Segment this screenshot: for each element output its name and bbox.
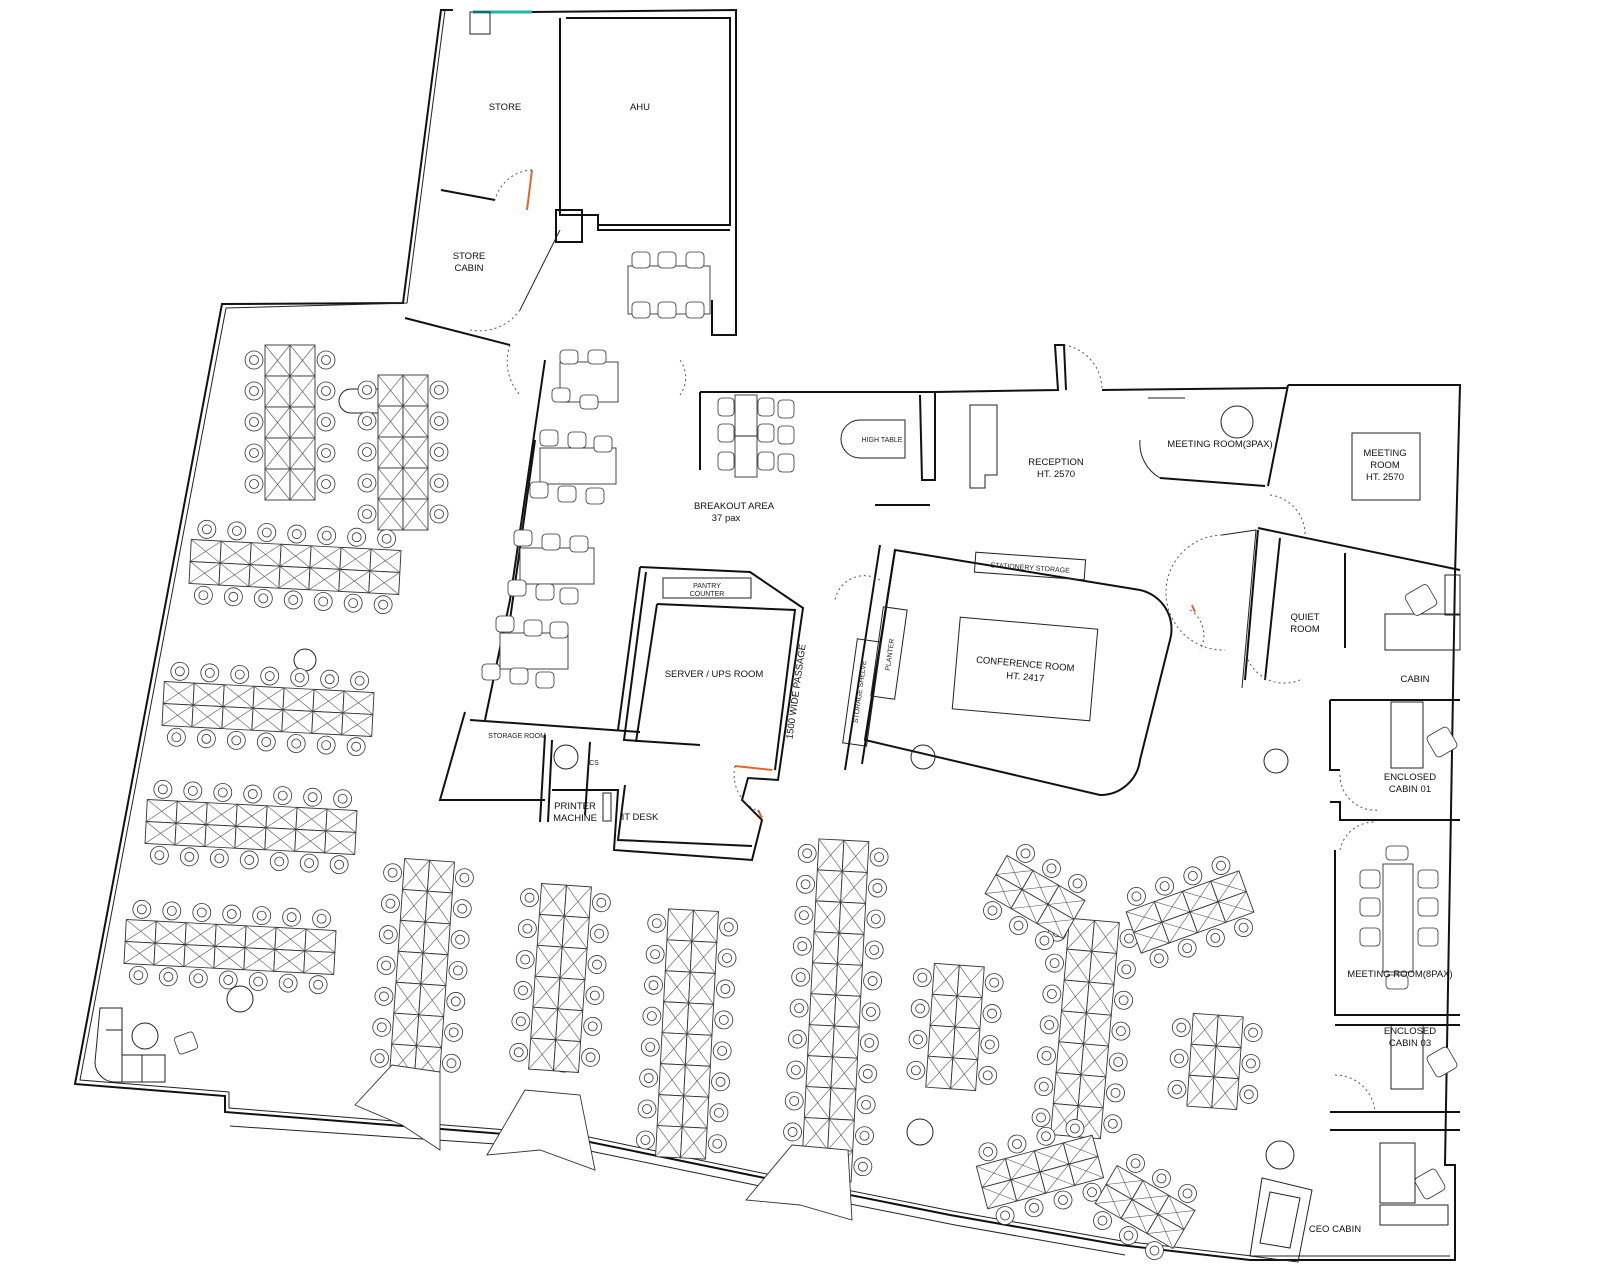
- label-meeting-room-2: ROOM: [1370, 460, 1400, 471]
- workstation-cluster: [1167, 1012, 1263, 1111]
- workstation-cluster: [1093, 1154, 1197, 1260]
- label-quiet-room: QUIET: [1290, 612, 1319, 623]
- label-reception: RECEPTION: [1028, 457, 1084, 468]
- reception-area: [934, 344, 1461, 571]
- workstation-cluster: [357, 374, 449, 531]
- label-cs: CS: [589, 760, 599, 767]
- label-ceo-cabin: CEO CABIN: [1309, 1224, 1361, 1235]
- label-high-table: HIGH TABLE: [862, 437, 903, 444]
- lounge-sofa: [94, 648, 934, 1146]
- workstation-cluster: [975, 1119, 1105, 1225]
- label-meeting-room: MEETING: [1363, 448, 1406, 459]
- workstation-cluster: [906, 962, 1004, 1092]
- room-labels: STORE AHU STORE CABIN BREAKOUT AREA 37 p…: [453, 102, 1453, 1235]
- label-server-ups: SERVER / UPS ROOM: [665, 669, 764, 680]
- label-meeting-room-height: HT. 2570: [1366, 472, 1404, 483]
- label-enclosed-cabin-01-2: CABIN 01: [1389, 784, 1431, 795]
- breakout-seating: [338, 349, 936, 721]
- label-pantry-counter: PANTRY: [693, 583, 721, 590]
- label-cabin: CABIN: [1400, 674, 1429, 685]
- chair-group: [631, 251, 705, 319]
- workstation-cluster: [123, 899, 337, 995]
- workstation-cluster: [144, 779, 358, 875]
- label-reception-height: HT. 2570: [1037, 469, 1075, 480]
- workstation-cluster: [1125, 856, 1255, 968]
- label-printer-2: MACHINE: [553, 813, 597, 824]
- wedge-desk: [745, 1144, 853, 1221]
- workstation-cluster: [370, 858, 474, 1079]
- east-cabins: [1165, 529, 1461, 1263]
- workstation-cluster: [983, 844, 1087, 950]
- workstation-cluster: [509, 883, 611, 1073]
- label-breakout-area: BREAKOUT AREA: [694, 501, 775, 512]
- workstation-clusters: [123, 344, 1263, 1260]
- wedge-desk: [486, 1089, 596, 1171]
- conference-room: [834, 544, 1205, 797]
- label-store: STORE: [489, 102, 522, 113]
- server-ups-room: [438, 566, 805, 862]
- label-storage-room: STORAGE ROOM: [488, 733, 546, 740]
- workstation-cluster: [635, 908, 739, 1160]
- label-meeting-3pax: MEETING ROOM(3PAX): [1167, 439, 1272, 450]
- label-enclosed-cabin-03-2: CABIN 03: [1389, 1038, 1431, 1049]
- label-conference-height: HT. 2417: [1006, 670, 1045, 684]
- label-it-desk: IT DESK: [622, 812, 659, 823]
- workstation-cluster: [161, 661, 375, 757]
- label-printer: PRINTER: [554, 801, 596, 812]
- workstation-cluster: [244, 344, 336, 501]
- label-enclosed-cabin-03: ENCLOSED: [1384, 1026, 1436, 1037]
- service-block: [404, 8, 737, 396]
- label-ahu: AHU: [630, 102, 650, 113]
- label-enclosed-cabin-01: ENCLOSED: [1384, 772, 1436, 783]
- label-pantry-counter-2: COUNTER: [690, 591, 725, 598]
- label-meeting-8pax: MEETING ROOM(8PAX): [1347, 969, 1452, 980]
- label-breakout-pax: 37 pax: [712, 513, 741, 524]
- label-store-cabin: STORE: [453, 251, 486, 262]
- label-planter: PLANTER: [885, 638, 896, 671]
- workstation-cluster: [188, 519, 402, 615]
- label-quiet-room-2: ROOM: [1290, 624, 1320, 635]
- wedge-desk: [354, 1064, 441, 1151]
- label-store-cabin-2: CABIN: [454, 263, 483, 274]
